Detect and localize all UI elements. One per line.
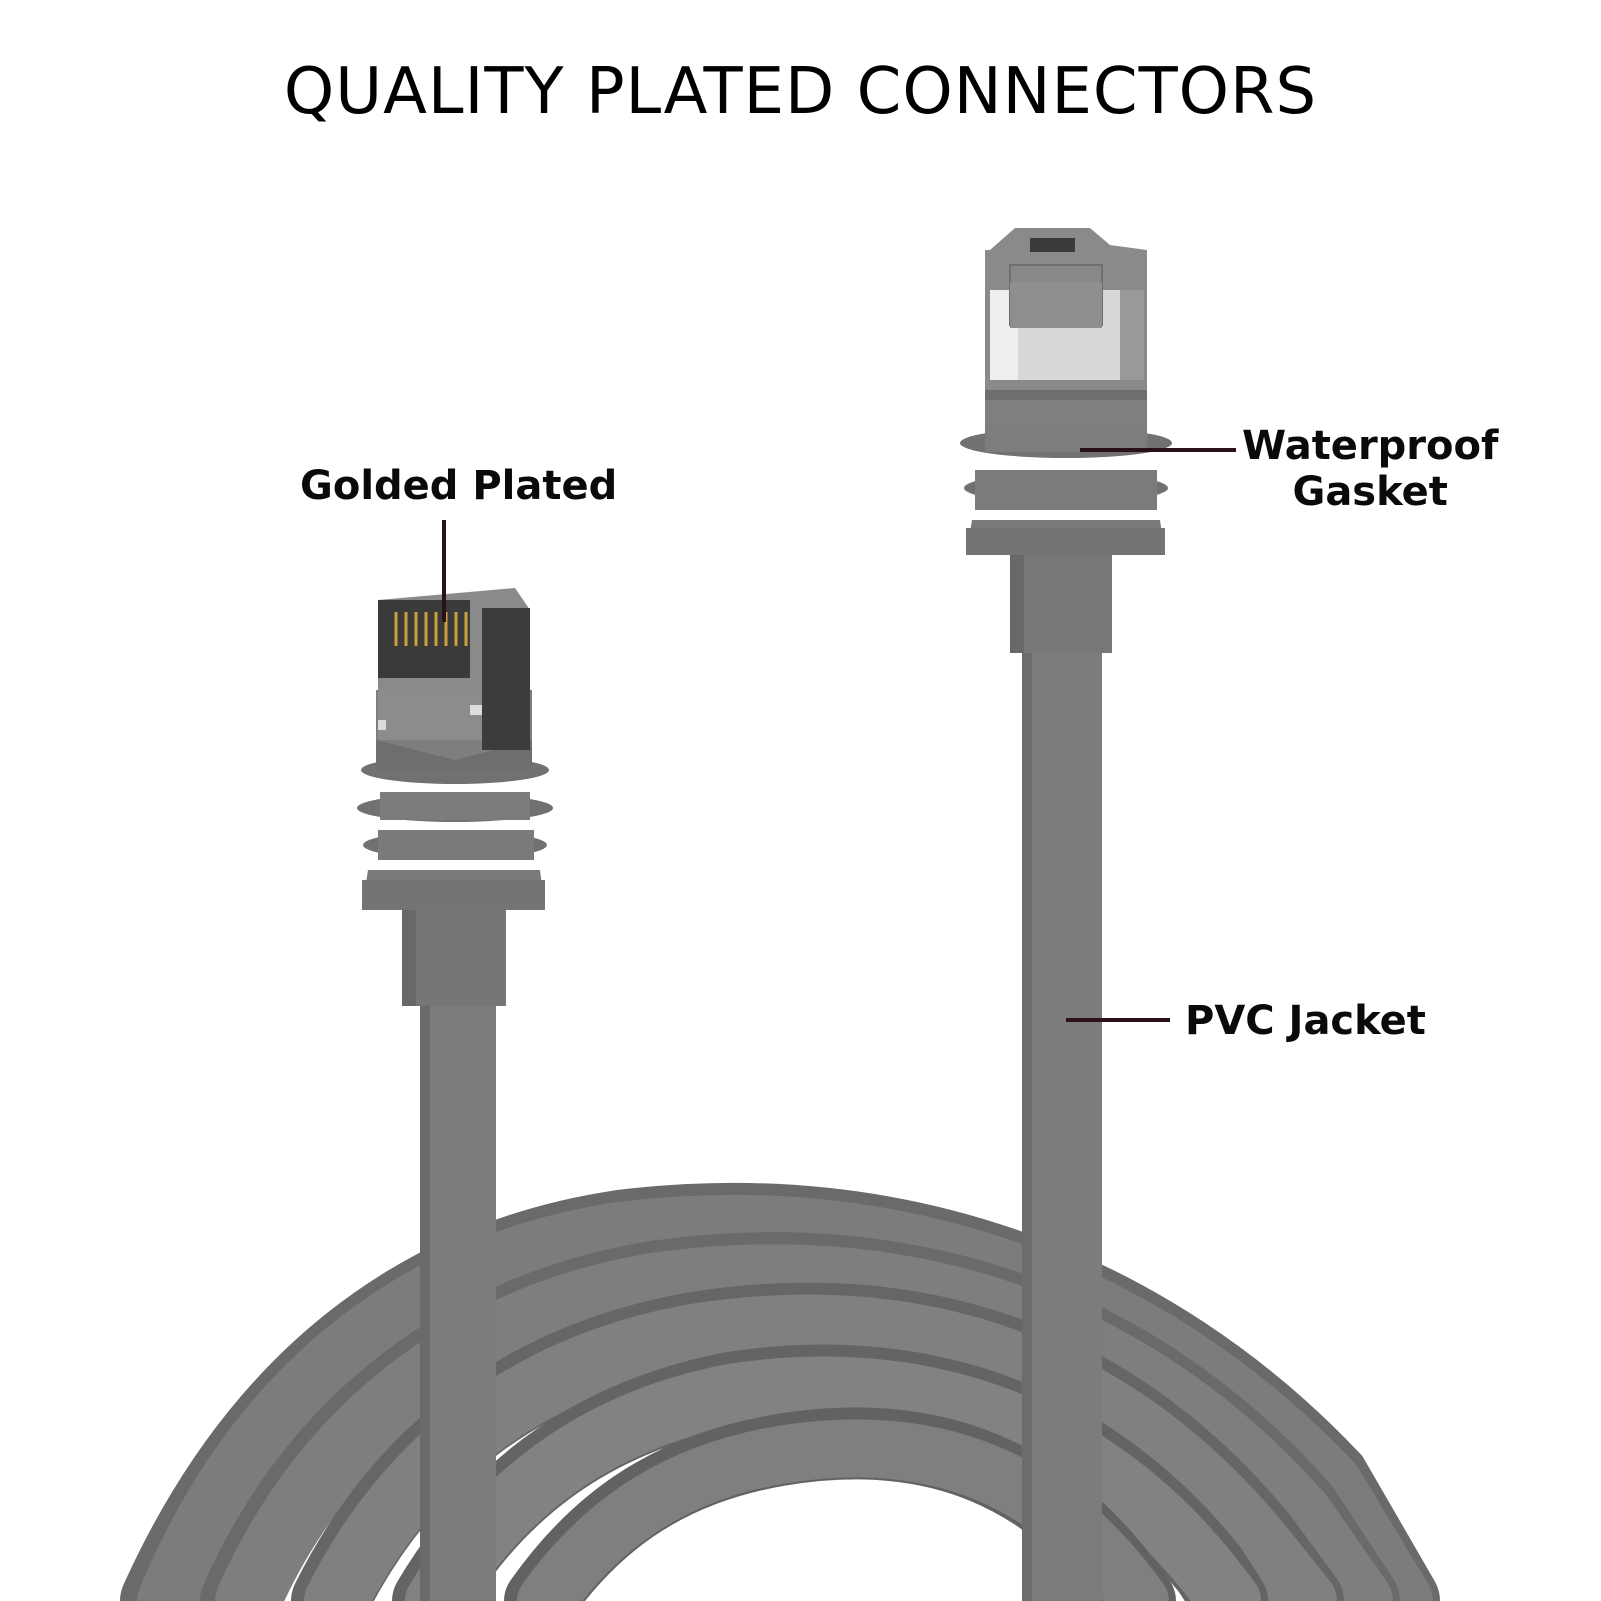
callout-pvc-jacket: PVC Jacket bbox=[1185, 998, 1426, 1044]
left-connector bbox=[357, 588, 553, 1601]
right-connector bbox=[960, 228, 1172, 1601]
leader-lines bbox=[442, 448, 1236, 1022]
cable-coil bbox=[120, 1182, 1440, 1601]
callout-waterproof-line1: Waterproof bbox=[1242, 423, 1499, 469]
callout-golded-plated: Golded Plated bbox=[300, 463, 618, 509]
page-title: QUALITY PLATED CONNECTORS bbox=[283, 55, 1318, 129]
callout-waterproof-gasket: Waterproof Gasket bbox=[1242, 423, 1498, 515]
callout-waterproof-line2: Gasket bbox=[1292, 469, 1448, 515]
